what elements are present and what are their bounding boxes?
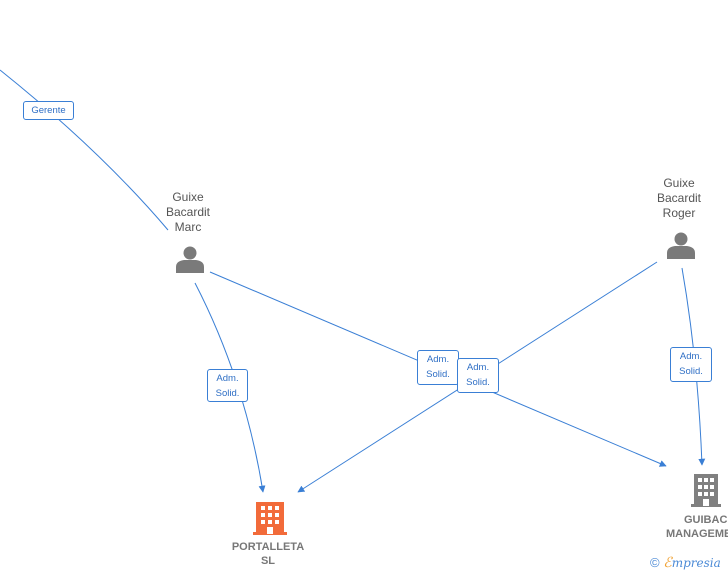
edge-label-marc-guibac[interactable]: Adm. Solid. (417, 350, 459, 385)
name-line: MANAGEME (666, 528, 728, 540)
edge-label-gerente[interactable]: Gerente (23, 101, 74, 120)
name-line: Guixe (663, 176, 695, 190)
name-line: Roger (662, 206, 696, 220)
copyright-icon: © (650, 555, 660, 570)
name-line: Guixe (172, 190, 204, 204)
building-icon[interactable] (691, 474, 721, 507)
edge-label-text: Adm. (216, 373, 239, 384)
person-icon[interactable] (176, 246, 204, 274)
name-line: GUIBAC (684, 514, 728, 526)
building-icon[interactable] (253, 502, 287, 535)
brand-initial: ℰ (663, 555, 672, 571)
name-line: PORTALLETA (231, 541, 305, 553)
edge-label-roger-guibac[interactable]: Adm. Solid. (670, 347, 712, 382)
edge-label-text: Solid. (466, 377, 490, 388)
name-line: Marc (174, 220, 202, 234)
edge-label-text: Adm. (679, 351, 703, 362)
brand-text: mpresia (671, 556, 721, 570)
name-line: Bacardit (165, 205, 211, 219)
edge-gerente (0, 69, 169, 231)
edge-label-text: Adm. (466, 362, 490, 373)
edge-label-text: Adm. (426, 354, 450, 365)
person-name-marc[interactable]: Guixe Bacardit Marc (150, 190, 226, 235)
edge-label-text: Solid. (426, 369, 450, 380)
edge-label-marc-portalleta[interactable]: Adm. Solid. (207, 369, 248, 402)
brand-logo[interactable]: ℰmpresia (663, 555, 721, 571)
edge-label-text: Gerente (31, 105, 66, 116)
edge-label-roger-portalleta[interactable]: Adm. Solid. (457, 358, 499, 393)
edge-label-text: Solid. (679, 366, 703, 377)
person-icon[interactable] (667, 232, 695, 260)
person-name-roger[interactable]: Guixe Bacardit Roger (641, 176, 717, 221)
name-line: Bacardit (656, 191, 702, 205)
edge-label-text: Solid. (215, 388, 240, 399)
name-line: SL (260, 555, 276, 567)
copyright-notice: © ℰmpresia (650, 555, 721, 571)
company-name-portalleta[interactable]: PORTALLETA SL (218, 540, 318, 568)
company-name-guibac[interactable]: GUIBAC MANAGEME (666, 513, 728, 541)
